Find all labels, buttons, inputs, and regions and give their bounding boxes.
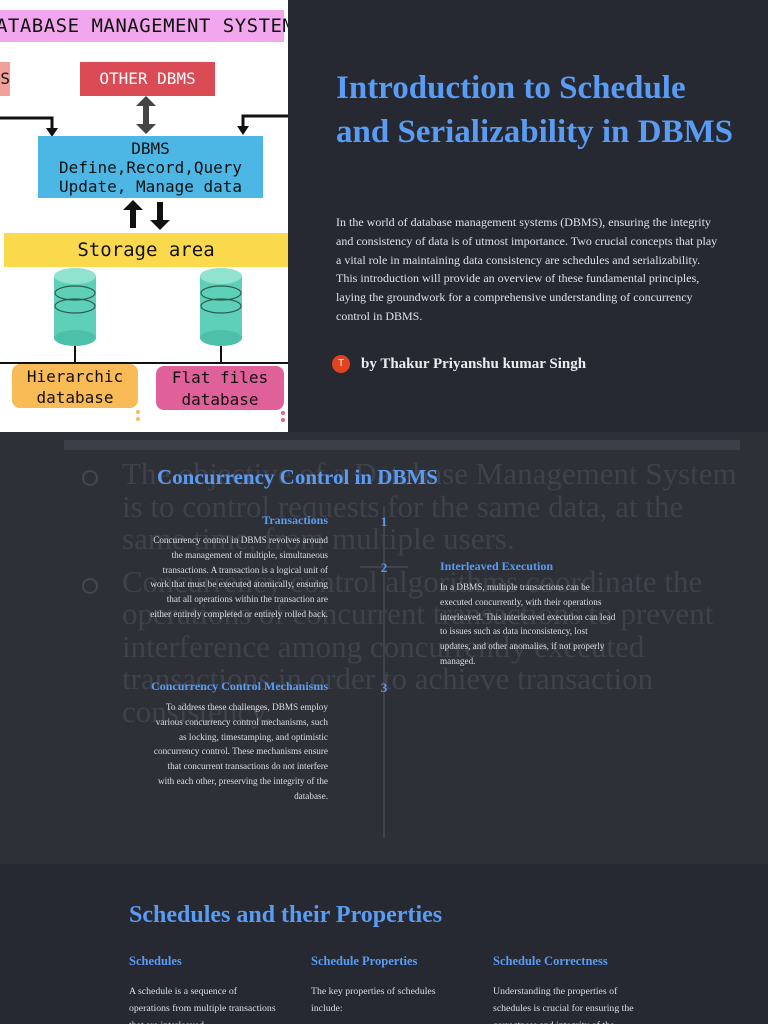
diagram-dbms-line: DBMS xyxy=(131,139,170,158)
column-text: The key properties of schedules include: xyxy=(311,986,436,1014)
section-title: Concurrency Control in DBMS xyxy=(157,465,438,489)
section-title: Schedules and their Properties xyxy=(129,902,443,928)
diagram-hier-line: database xyxy=(36,388,114,407)
diagram-left-box: S xyxy=(0,62,10,96)
author-row: T by Thakur Priyanshu kumar Singh xyxy=(332,353,586,375)
column-heading: Schedule Correctness xyxy=(493,954,608,968)
timeline-tick xyxy=(360,566,408,568)
diagram-hier-line: Hierarchic xyxy=(26,367,124,386)
cylinder-icon xyxy=(54,268,96,346)
background-bullet: The objective of a Database Management S… xyxy=(82,457,748,556)
item-heading: Concurrency Control Mechanisms xyxy=(151,679,328,693)
page-title: Introduction to Schedule and Serializabi… xyxy=(336,70,733,150)
item-text: To address these challenges, DBMS employ… xyxy=(153,702,328,801)
diagram-dbms-line: Update, Manage data xyxy=(58,177,243,196)
diagram-flat-line: Flat files xyxy=(171,368,269,387)
intro-paragraph: In the world of database management syst… xyxy=(336,215,718,323)
item-text: In a DBMS, multiple transactions can be … xyxy=(440,582,616,666)
column-heading: Schedule Properties xyxy=(311,954,418,968)
item-heading: Interleaved Execution xyxy=(440,559,553,573)
cylinder-icon xyxy=(200,268,242,346)
schedules-section: Schedules and their Properties Schedules… xyxy=(0,864,768,1024)
timeline-number: 2 xyxy=(380,560,388,575)
diagram-other-dbms: OTHER DBMS xyxy=(80,62,215,96)
item-text: Concurrency control in DBMS revolves aro… xyxy=(150,535,328,619)
diagram-dbms-line: Define,Record,Query xyxy=(58,158,243,177)
timeline-number: 1 xyxy=(380,514,388,529)
diagram-flat-line: database xyxy=(181,390,259,409)
item-heading: Transactions xyxy=(262,513,328,527)
timeline-number: 3 xyxy=(380,680,388,695)
dbms-diagram-image: DATABASE MANAGEMENT SYSTEM S OTHER DBMS … xyxy=(0,0,288,432)
diagram-storage-area: Storage area xyxy=(4,233,288,267)
concurrency-section: The objective of a Database Management S… xyxy=(0,432,768,864)
timeline-line xyxy=(383,506,385,838)
diagram-hierarchic-db: Hierarchic database xyxy=(12,364,138,408)
column-text: Understanding the properties of schedule… xyxy=(493,986,634,1024)
column-text: A schedule is a sequence of operations f… xyxy=(129,986,276,1024)
column-heading: Schedules xyxy=(129,954,182,968)
avatar[interactable]: T xyxy=(332,355,350,373)
diagram-dbms-box: DBMS Define,Record,Query Update, Manage … xyxy=(38,136,263,198)
diagram-title: DATABASE MANAGEMENT SYSTEM xyxy=(0,10,288,42)
author-name: by Thakur Priyanshu kumar Singh xyxy=(361,355,587,372)
hero-section: DATABASE MANAGEMENT SYSTEM S OTHER DBMS … xyxy=(0,0,768,432)
diagram-flat-files-db: Flat files database xyxy=(156,366,284,410)
background-bar xyxy=(64,440,740,450)
diagram-connectors xyxy=(0,96,288,422)
